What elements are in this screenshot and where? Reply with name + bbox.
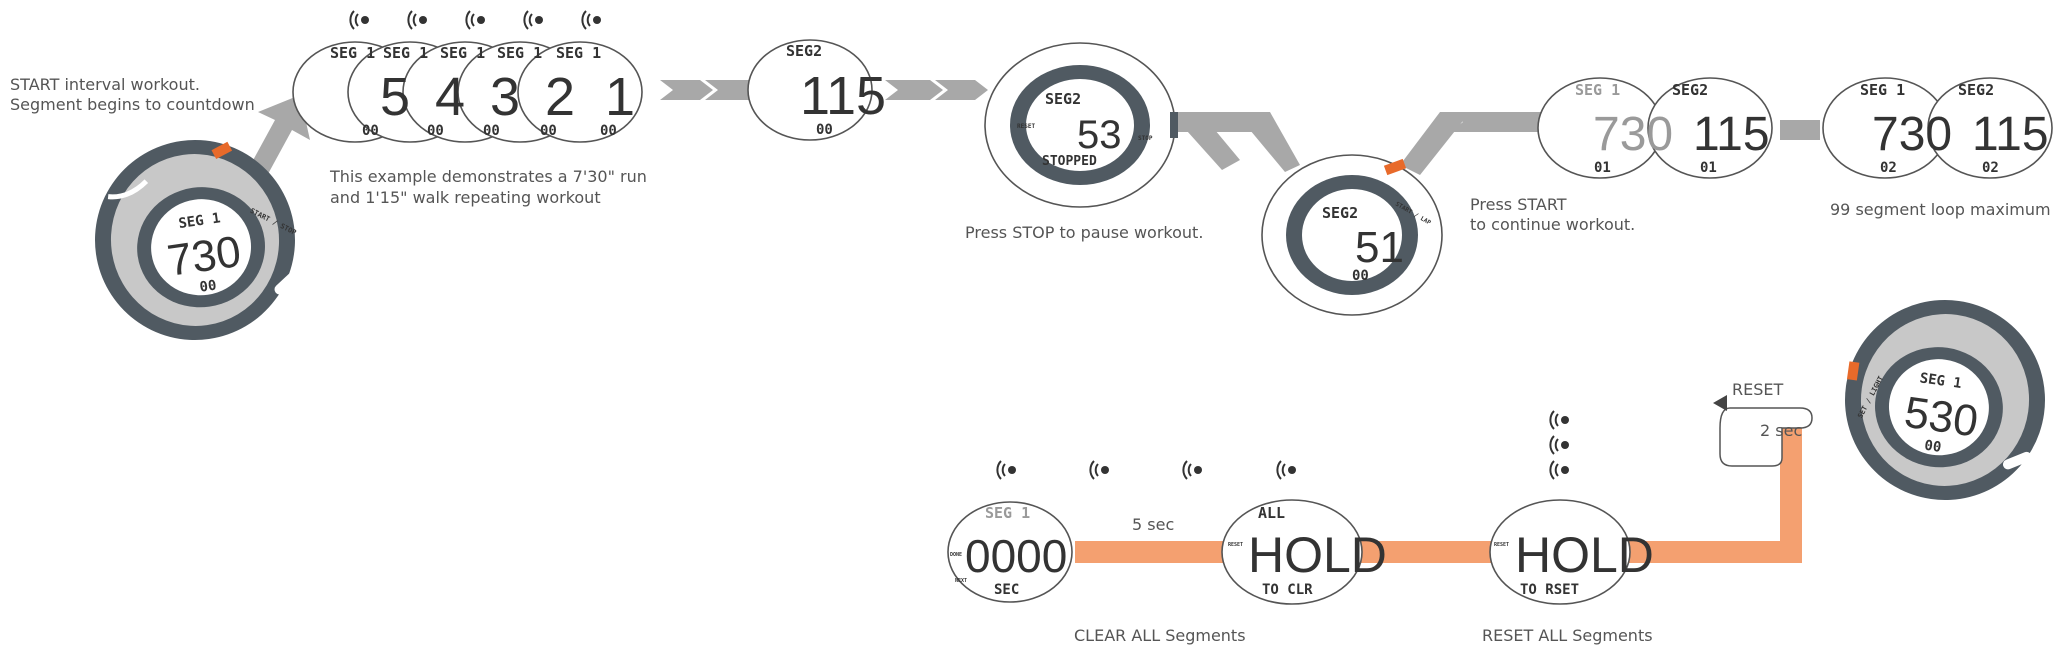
loop-seg-4: SEG2 [1958, 81, 1994, 99]
beep-icon [996, 460, 1016, 480]
countdown-seg-3: SEG 1 [440, 44, 485, 62]
watch-reset-time: 530 [1902, 388, 1982, 447]
countdown-stack: SEG 1 SEG 1 SEG 1 SEG 1 SEG 1 5 4 3 2 1 … [292, 41, 643, 143]
hold-clear-left: RESET [1228, 542, 1243, 548]
loop-small-1: 01 [1594, 160, 1611, 176]
resume-line-2: to continue workout. [1470, 215, 1635, 234]
loop-time-1: 730 [1593, 108, 1673, 161]
resume-time: 51 [1355, 223, 1404, 272]
clear-unit: SEC [994, 582, 1019, 598]
loop-screens: SEG 1 730 01 SEG2 115 01 SEG 1 730 02 SE… [1537, 77, 2053, 179]
countdown-digit-3: 3 [490, 67, 520, 127]
countdown-seg-4: SEG 1 [497, 44, 542, 62]
reset-arrow-label: RESET [1732, 380, 1783, 399]
seg2-screen: SEG2 115 00 [747, 39, 886, 141]
hold-clear-top: ALL [1258, 504, 1285, 522]
countdown-small-5: 00 [600, 123, 617, 139]
reset-caption: RESET ALL Segments [1482, 626, 1653, 645]
countdown-digit-5: 1 [605, 67, 635, 127]
seg2-label: SEG2 [786, 42, 822, 60]
hold-reset-main: HOLD [1515, 527, 1654, 583]
example-line-2: and 1'15" walk repeating workout [330, 188, 601, 207]
hold-reset-left: RESET [1494, 542, 1509, 548]
start-sub: Segment begins to countdown [10, 95, 255, 114]
hand-icon [1719, 407, 1813, 467]
beep-icon [1549, 410, 1569, 430]
countdown-small-2: 00 [427, 123, 444, 139]
beep-icon [349, 10, 369, 30]
stopped-status: STOPPED [1042, 154, 1097, 169]
clear-time: 0000 [965, 530, 1067, 582]
beep-icon [407, 10, 427, 30]
seg2-small: 00 [816, 122, 833, 138]
clear-seg: SEG 1 [985, 504, 1030, 522]
countdown-small-4: 00 [540, 123, 557, 139]
loop-seg-3: SEG 1 [1860, 81, 1905, 99]
loop-small-2: 01 [1700, 160, 1717, 176]
orange-flow [1075, 422, 1802, 563]
start-title: START interval workout. [10, 75, 200, 94]
resume-line-1: Press START [1470, 195, 1567, 214]
watch-main-time: 730 [164, 227, 244, 286]
loop-caption: 99 segment loop maximum [1830, 200, 2051, 219]
beep-icon [465, 10, 485, 30]
five-sec-label: 5 sec [1132, 515, 1174, 534]
loop-time-4: 115 [1972, 108, 2049, 161]
stopped-time: 53 [1077, 113, 1122, 157]
loop-small-3: 02 [1880, 160, 1897, 176]
beep-icon [1089, 460, 1109, 480]
two-sec-label: 2 sec [1760, 421, 1802, 440]
clear-screen: SEG 1 0000 SEC DONE NEXT [947, 501, 1073, 603]
beep-icon [1549, 435, 1569, 455]
loop-small-4: 02 [1982, 160, 1999, 176]
stopped-right: STOP [1138, 135, 1153, 142]
clear-left-top: DONE [950, 552, 962, 558]
hold-clear-main: HOLD [1248, 527, 1387, 583]
watch-main-small: 00 [199, 278, 218, 296]
resume-watch: SEG2 51 00 START / LAP [1261, 154, 1443, 316]
watch-reset-seg: SEG 1 [1919, 370, 1963, 392]
countdown-digit-4: 2 [545, 67, 575, 127]
loop-seg-1: SEG 1 [1575, 81, 1620, 99]
beep-icons-countdown [349, 10, 601, 30]
beep-icon [523, 10, 543, 30]
watch-main-seg: SEG 1 [178, 210, 222, 232]
countdown-small-1: 00 [362, 123, 379, 139]
stop-caption: Press STOP to pause workout. [965, 223, 1203, 242]
countdown-digit-2: 4 [435, 67, 465, 127]
clear-caption: CLEAR ALL Segments [1074, 626, 1246, 645]
stopped-seg: SEG2 [1045, 90, 1081, 108]
stopped-left: RESET [1017, 123, 1035, 130]
countdown-seg-5: SEG 1 [556, 44, 601, 62]
countdown-screen [517, 41, 643, 143]
countdown-digit-1: 5 [380, 67, 410, 127]
watch-reset: SEG 1 530 00 SET / LIGHT [1845, 300, 2045, 500]
resume-seg: SEG2 [1322, 204, 1358, 222]
seg2-time: 115 [800, 66, 886, 126]
beep-icons-bottom [996, 410, 1569, 480]
hold-clear-screen: ALL HOLD TO CLR RESET [1221, 499, 1387, 605]
countdown-seg-1: SEG 1 [330, 44, 375, 62]
loop-seg-2: SEG2 [1672, 81, 1708, 99]
beep-icon [1549, 460, 1569, 480]
hold-reset-screen: HOLD TO RSET RESET [1489, 499, 1654, 605]
watch-reset-small: 00 [1923, 438, 1942, 456]
loop-time-2: 115 [1693, 108, 1770, 161]
beep-icon [1182, 460, 1202, 480]
example-line-1: This example demonstrates a 7'30" run [329, 167, 647, 186]
countdown-small-3: 00 [483, 123, 500, 139]
hold-reset-bottom: TO RSET [1520, 582, 1579, 598]
clear-left-bottom: NEXT [955, 578, 967, 584]
resume-small: 00 [1352, 268, 1369, 284]
countdown-seg-2: SEG 1 [383, 44, 428, 62]
hold-clear-bottom: TO CLR [1262, 582, 1313, 598]
loop-time-3: 730 [1872, 108, 1952, 161]
watch-main: SEG 1 730 00 START / STOP [95, 140, 300, 340]
beep-icon [1276, 460, 1296, 480]
stopped-watch: SEG2 53 STOPPED RESET STOP [984, 42, 1178, 208]
reset-arrow-icon [1713, 395, 1727, 411]
beep-icon [581, 10, 601, 30]
